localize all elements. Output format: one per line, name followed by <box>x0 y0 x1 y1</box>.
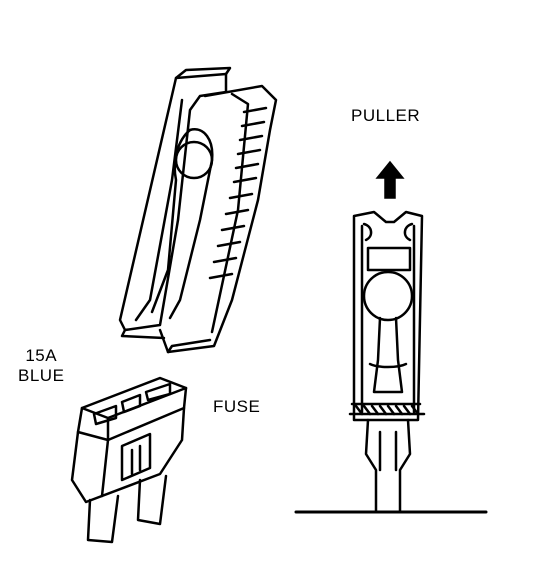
fuse-amperage-text: 15A <box>25 346 58 365</box>
blade-fuse <box>70 376 188 544</box>
fuse-label: FUSE <box>213 397 261 416</box>
fuse-rating-label: 15A BLUE <box>18 346 64 386</box>
fuse-color-text: BLUE <box>18 366 65 385</box>
fuse-puller-tilted <box>118 66 278 354</box>
puller-label: PULLER <box>351 106 421 125</box>
fuse-puller-upright <box>294 210 488 514</box>
